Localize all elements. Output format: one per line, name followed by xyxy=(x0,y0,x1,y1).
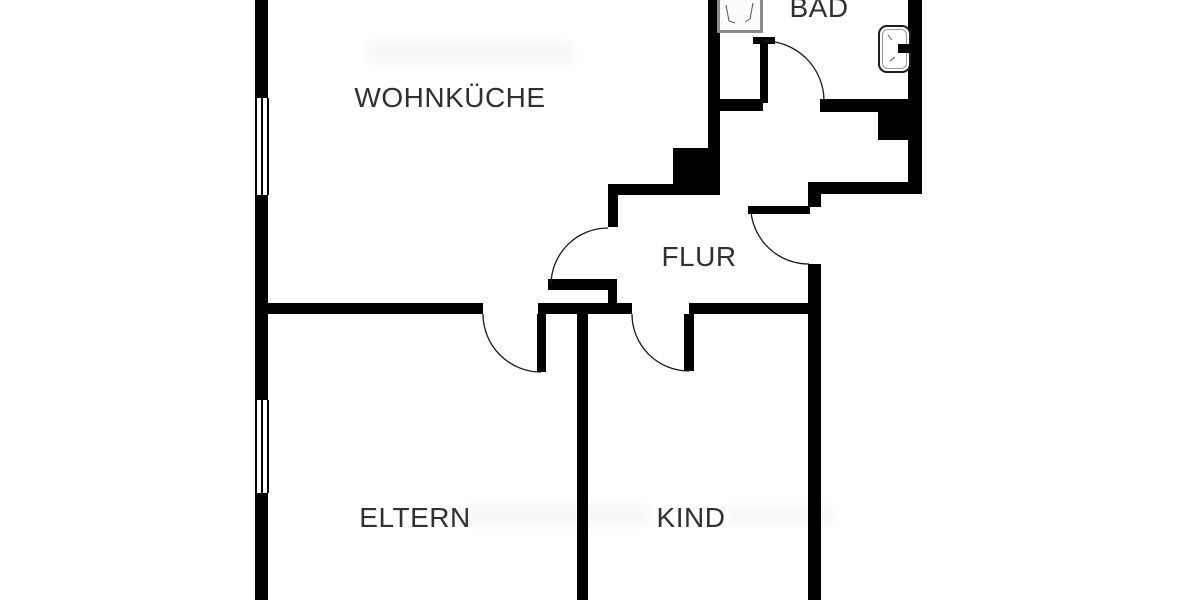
shower-tray-marks xyxy=(725,2,754,24)
door-arc-kind xyxy=(631,313,690,372)
wall-bad-bottom-right xyxy=(820,99,922,112)
window-left-upper xyxy=(255,98,269,195)
wall-kind-top xyxy=(689,303,814,314)
room-label-wohnkueche: WOHNKÜCHE xyxy=(354,82,546,113)
wall-bad-bottom-left xyxy=(708,99,763,111)
door-leaf-wohnkueche xyxy=(548,279,608,290)
washbasin-marks xyxy=(887,34,896,62)
door-arc-eltern xyxy=(482,313,542,373)
wall-stair-vertical xyxy=(608,184,618,227)
door-hinge-tick-bad xyxy=(753,37,775,44)
door-arc-wohnkueche xyxy=(550,227,609,286)
door-leaf-eltern xyxy=(537,314,546,372)
wall-bad-left xyxy=(708,0,720,148)
shower-tray-icon xyxy=(717,0,763,33)
window-mullion xyxy=(261,400,263,493)
wall-stair-horizontal xyxy=(608,184,717,195)
room-label-eltern: ELTERN xyxy=(359,502,471,533)
washbasin-tap xyxy=(898,44,915,53)
wall-mid-bottom xyxy=(538,303,632,314)
window-mullion xyxy=(261,98,263,195)
wall-left-outer-top xyxy=(255,0,268,98)
door-leaf-bad xyxy=(760,38,768,103)
wall-left-outer-bottom xyxy=(255,493,268,600)
door-leaf-kind xyxy=(684,314,694,371)
door-arc-bad xyxy=(763,40,825,101)
wall-right-lower xyxy=(808,264,821,600)
window-left-lower xyxy=(255,400,269,493)
door-arc-entrance xyxy=(750,211,810,265)
print-smudge xyxy=(460,502,650,526)
room-label-bad: BAD xyxy=(789,0,849,23)
wall-upper-right-horizontal xyxy=(808,182,922,194)
room-label-flur: FLUR xyxy=(661,241,737,272)
wall-kitchen-bottom xyxy=(268,303,483,314)
room-label-kind: KIND xyxy=(656,502,726,533)
wall-left-outer-middle xyxy=(255,195,268,400)
print-smudge xyxy=(365,40,575,66)
door-leaf-entrance xyxy=(748,206,810,214)
wall-divider-eltern-kind xyxy=(577,314,588,600)
washbasin-icon xyxy=(878,25,915,73)
wall-flur-stub xyxy=(608,279,617,314)
